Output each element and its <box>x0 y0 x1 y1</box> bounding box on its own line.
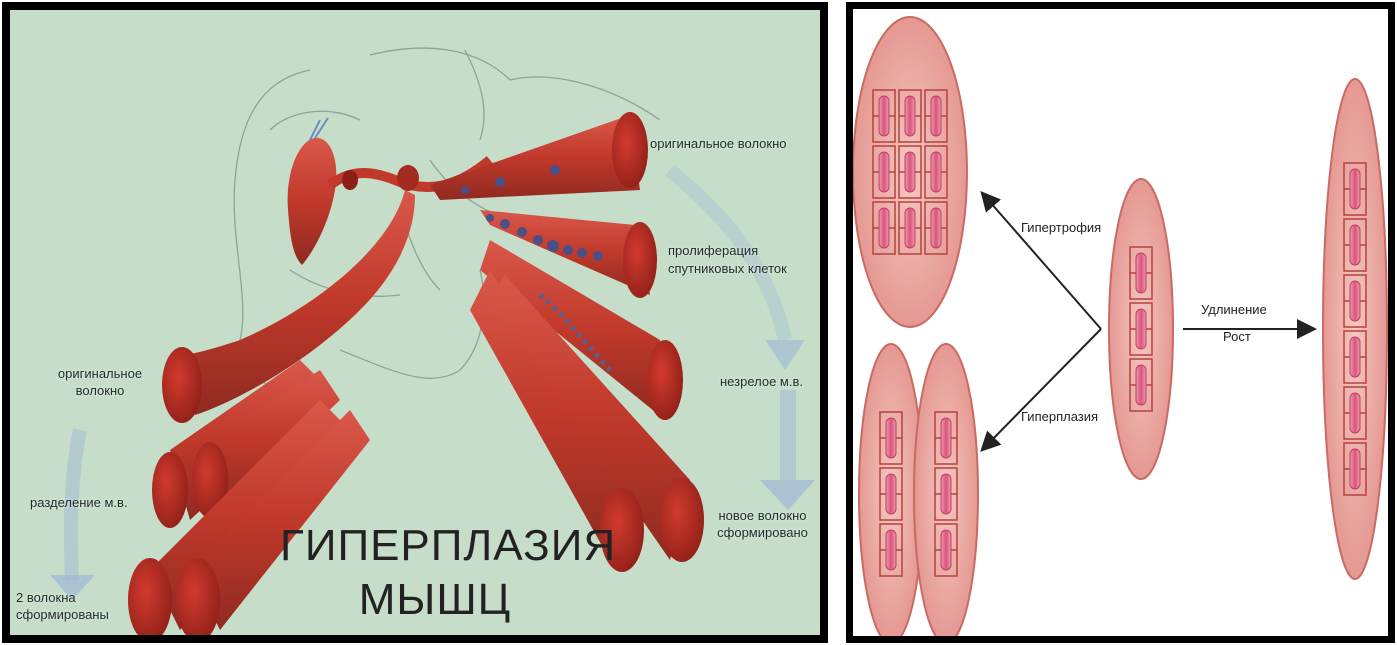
hyperplasia-cell-b <box>914 344 978 636</box>
fiber-end <box>623 222 657 298</box>
label-proliferation-line2: спутниковых клеток <box>668 260 818 277</box>
fiber-end <box>152 452 188 528</box>
nucleus <box>886 530 896 570</box>
nucleus <box>879 96 889 136</box>
label-hyperplasia: Гиперплазия <box>1021 409 1098 425</box>
label-fiber-split: разделение м.в. <box>30 494 170 511</box>
label-two-fibers-line1: 2 волокна <box>16 589 136 606</box>
hypertrophy-hyperplasia-schematic-panel: Гипертрофия Гиперплазия Удлинение Рост <box>846 2 1395 643</box>
label-new-fiber-line1: новое волокно <box>705 507 820 524</box>
nucleus <box>931 152 941 192</box>
nucleus <box>931 208 941 248</box>
hyperplasia-illustration-panel: оригинальное волокно пролиферация спутни… <box>2 2 828 643</box>
nucleus <box>1136 309 1146 349</box>
label-proliferation-line1: пролиферация <box>668 242 818 259</box>
satellite-cell <box>495 177 505 187</box>
label-original-fiber-left-line2: волокно <box>45 382 155 399</box>
hypertrophied-cell <box>853 17 967 327</box>
label-immature-fiber: незрелое м.в. <box>720 373 820 390</box>
fiber-end <box>660 478 704 562</box>
nucleus <box>1350 225 1360 265</box>
fiber-end <box>162 347 202 423</box>
label-elongation: Удлинение <box>1201 302 1267 318</box>
label-original-fiber-top: оригинальное волокно <box>650 135 820 152</box>
schematic-diagram <box>853 9 1388 636</box>
nucleus <box>886 474 896 514</box>
label-original-fiber-left-line1: оригинальное <box>45 365 155 382</box>
nucleus <box>941 474 951 514</box>
nucleus <box>905 96 915 136</box>
nucleus <box>879 208 889 248</box>
tendon-knot <box>342 170 358 190</box>
fiber-end <box>612 112 648 188</box>
nucleus <box>905 208 915 248</box>
nucleus <box>1350 281 1360 321</box>
satellite-cell <box>461 186 469 194</box>
label-growth: Рост <box>1223 329 1251 345</box>
hyperplasia-arrow <box>983 329 1101 449</box>
label-hypertrophy: Гипертрофия <box>1021 220 1101 236</box>
nucleus <box>905 152 915 192</box>
title-line2: МЫШЦ <box>280 574 590 626</box>
original-fiber-right <box>430 115 640 200</box>
nucleus <box>931 96 941 136</box>
nucleus <box>879 152 889 192</box>
right-fibers <box>430 112 704 572</box>
label-two-fibers-line2: сформированы <box>16 606 136 623</box>
nucleus <box>1350 337 1360 377</box>
nucleus <box>1136 365 1146 405</box>
nucleus <box>886 418 896 458</box>
nucleus <box>941 530 951 570</box>
nucleus <box>1350 393 1360 433</box>
hypertrophy-arrow <box>983 194 1101 329</box>
title-line1: ГИПЕРПЛАЗИЯ <box>280 520 590 572</box>
satellite-cell <box>550 165 560 175</box>
shoulder-muscle <box>288 118 337 265</box>
elongated-cell <box>1323 79 1387 579</box>
label-new-fiber-line2: сформировано <box>705 524 820 541</box>
nucleus <box>1350 169 1360 209</box>
original-cell <box>1109 179 1173 479</box>
fiber-end <box>647 340 683 420</box>
tendon-knot <box>397 165 419 191</box>
nucleus <box>1136 253 1146 293</box>
nucleus <box>1350 449 1360 489</box>
nucleus <box>941 418 951 458</box>
